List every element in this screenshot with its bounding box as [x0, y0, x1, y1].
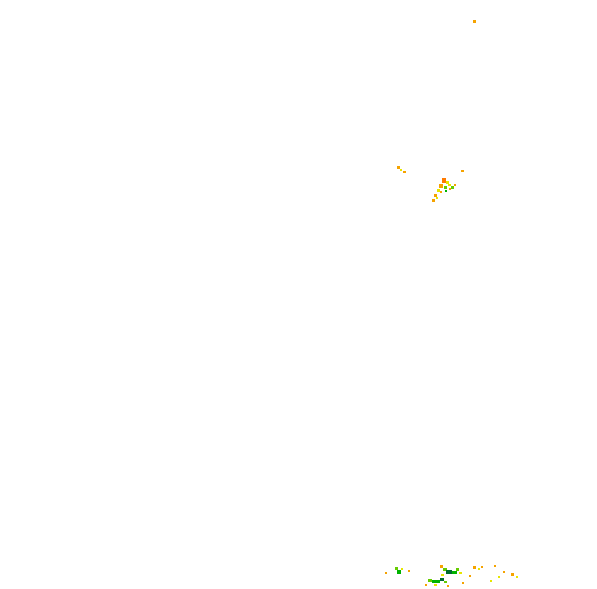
- pixel-cluster-middle: [432, 199, 435, 202]
- pixel-cluster-middle: [437, 189, 440, 192]
- pixel-cluster-middle: [400, 169, 402, 171]
- pixel-cluster-bottom: [446, 570, 452, 574]
- pixel-cluster-bottom: [481, 566, 483, 568]
- pixel-cluster-bottom: [511, 573, 514, 576]
- pixel-cluster-middle: [403, 171, 406, 173]
- pixel-cluster-bottom: [395, 567, 398, 570]
- pixel-cluster-middle: [449, 188, 451, 190]
- pixel-cluster-middle: [444, 186, 447, 189]
- pixel-cluster-bottom: [434, 584, 437, 586]
- pixel-cluster-middle: [461, 170, 464, 172]
- pixel-cluster-bottom: [385, 572, 387, 574]
- pixel-cluster-middle: [448, 184, 451, 186]
- pixel-cluster-bottom: [498, 576, 500, 578]
- pixel-cluster-middle: [445, 190, 447, 192]
- pixel-cluster-bottom: [443, 568, 447, 571]
- pixel-cluster-bottom: [452, 571, 457, 574]
- pixel-cluster-bottom: [478, 568, 480, 570]
- pixel-cluster-middle: [397, 166, 400, 169]
- pixel-cluster-bottom: [441, 574, 444, 576]
- pixel-cluster-bottom: [428, 579, 432, 582]
- pixel-cluster-bottom: [444, 581, 447, 583]
- pixel-cluster-bottom: [490, 580, 492, 582]
- pixel-cluster-bottom: [494, 565, 496, 567]
- pixel-cluster-bottom: [401, 568, 403, 570]
- pixel-cluster-bottom: [516, 576, 518, 578]
- pixel-cluster-bottom: [425, 584, 427, 586]
- pixel-cluster-bottom: [473, 566, 476, 569]
- pixel-cluster-middle: [440, 191, 442, 193]
- pixel-cluster-bottom: [459, 572, 462, 574]
- pixel-cluster-bottom: [456, 568, 459, 571]
- pixel-cluster-bottom: [469, 575, 471, 577]
- pixel-cluster-middle: [451, 186, 454, 189]
- pixel-cluster-middle: [454, 184, 456, 186]
- pixel-cluster-middle: [442, 178, 446, 183]
- pixel-cluster-bottom: [440, 565, 443, 568]
- pixel-cluster-bottom: [432, 580, 440, 583]
- pixel-cluster-middle: [436, 197, 438, 199]
- pixel-cluster-bottom: [462, 582, 464, 584]
- pixel-cluster-bottom: [440, 578, 444, 581]
- pixel-cluster-middle: [446, 181, 449, 184]
- pixel-cluster-top-right: [473, 20, 476, 23]
- pixel-cluster-bottom: [408, 570, 410, 572]
- pixel-cluster-middle: [439, 184, 443, 188]
- pixel-cluster-bottom: [503, 571, 505, 573]
- pixel-cluster-bottom: [447, 585, 449, 587]
- pixel-cluster-middle: [434, 194, 437, 197]
- pixel-cluster-bottom: [397, 570, 401, 574]
